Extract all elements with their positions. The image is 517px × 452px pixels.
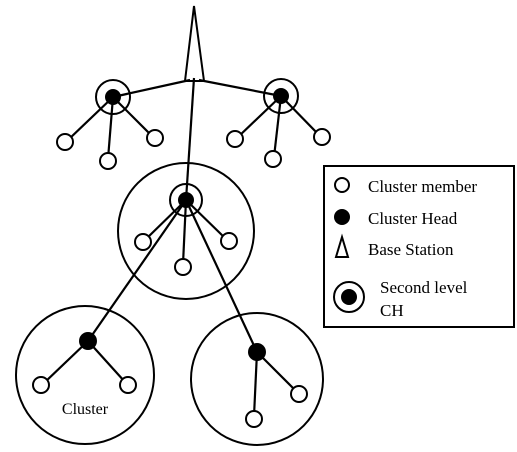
legend-label-line1: Second level [380, 278, 468, 297]
member-node [313, 128, 331, 146]
member-node [146, 129, 164, 147]
member-node [56, 133, 74, 151]
top-right-group [226, 78, 331, 168]
top-left-group [56, 79, 164, 170]
cluster-label: Cluster [62, 401, 109, 418]
link [87, 340, 126, 383]
legend-item-second-level-ch: Second level CH [333, 278, 468, 320]
link [67, 96, 114, 141]
link [112, 96, 153, 137]
member-node-icon [334, 177, 350, 193]
link [272, 95, 283, 158]
link [144, 199, 187, 241]
link [237, 95, 282, 138]
link [106, 96, 115, 160]
legend-label-line2: CH [380, 301, 404, 320]
second-level-ch-icon [333, 281, 365, 313]
legend-label: Cluster Head [368, 209, 458, 228]
legend-item-base-station: Base Station [334, 233, 454, 259]
legend-label: Cluster member [368, 177, 477, 196]
cluster-boundary [117, 162, 255, 300]
bottom-left-cluster: Cluster [15, 305, 155, 445]
member-node [290, 385, 308, 403]
link-bs-left-second-ch [112, 78, 191, 99]
link-bs-center-second-ch [184, 77, 196, 201]
cluster-boundary [190, 312, 324, 446]
link [181, 199, 188, 265]
link-to-left-cluster-head [87, 199, 187, 342]
link [252, 351, 259, 417]
member-node [220, 232, 238, 250]
bottom-right-cluster [190, 312, 324, 446]
member-node [245, 410, 263, 428]
legend-item-cluster-head: Cluster Head [334, 209, 458, 228]
member-node [119, 376, 137, 394]
member-node [134, 233, 152, 251]
link [43, 340, 89, 384]
link [185, 199, 227, 240]
cluster-head-node [248, 343, 266, 361]
base-station-icon [183, 5, 206, 82]
link [256, 351, 298, 393]
center-cluster [87, 162, 258, 353]
second-level-ch-ring [169, 183, 203, 217]
legend: Cluster member Cluster Head Base Station… [323, 165, 515, 328]
base-station-icon [334, 233, 350, 258]
legend-label: Base Station [368, 240, 454, 259]
link-bs-right-second-ch [198, 78, 282, 98]
cluster-head-icon [334, 209, 350, 225]
member-node [264, 150, 282, 168]
second-level-ch-ring [263, 78, 299, 114]
cluster-boundary [15, 305, 155, 445]
member-node [174, 258, 192, 276]
cluster-head-node [79, 332, 97, 350]
member-node [32, 376, 50, 394]
second-level-ch-ring [95, 79, 131, 115]
member-node [99, 152, 117, 170]
cluster-head-node [341, 289, 357, 305]
cluster-head-node [105, 89, 121, 105]
cluster-head-node [178, 192, 194, 208]
legend-item-cluster-member: Cluster member [334, 177, 477, 196]
member-node [226, 130, 244, 148]
link-to-right-cluster-head [185, 199, 258, 353]
cluster-head-node [273, 88, 289, 104]
link [280, 95, 320, 136]
